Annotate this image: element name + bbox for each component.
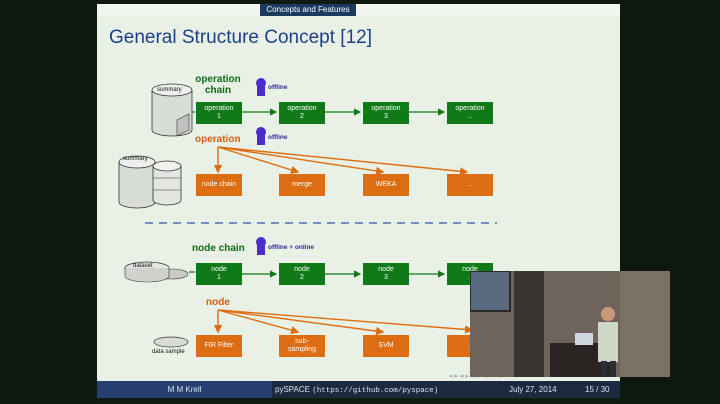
lock-icon: [256, 237, 266, 255]
node-chain-connectors: [189, 270, 446, 278]
operation-connectors: [213, 146, 469, 176]
data-sample-label: data sample: [152, 349, 185, 355]
node-label: node: [206, 297, 230, 308]
node-type-subsampling: sub- sampling: [279, 335, 325, 357]
section-label[interactable]: Concepts and Features: [260, 4, 356, 16]
diagram-canvas: [118, 78, 497, 348]
footer-page-number: 15 / 30: [585, 385, 610, 394]
footer-project-name: pySPACE: [275, 385, 310, 394]
operation-chain-mode: offline: [268, 84, 288, 91]
operation-step-1: operation 1: [196, 102, 242, 124]
database-icon: [151, 83, 193, 137]
operation-type-merge: merge: [279, 174, 325, 196]
operation-step-3: operation 3: [363, 102, 409, 124]
slide-footer: M M Krell pySPACE (https://github.com/py…: [97, 381, 620, 398]
footer-author: M M Krell: [97, 381, 272, 398]
operation-label: operation: [195, 134, 241, 145]
operation-step-2: operation 2: [279, 102, 325, 124]
operation-step-more: operation ..: [447, 102, 493, 124]
operation-mode: offline: [268, 134, 288, 141]
data-sample-icon: [153, 336, 189, 348]
operation-db-label: summary: [123, 156, 148, 162]
node-step-2: node 2: [279, 263, 325, 285]
lock-icon: [256, 78, 266, 96]
node-chain-label: node chain: [192, 243, 245, 254]
slide-title: General Structure Concept [12]: [109, 27, 372, 48]
dataset-icon: [124, 261, 189, 283]
operation-chain-label: operation chain: [195, 74, 241, 96]
operation-chain-db-label: summary: [157, 87, 182, 93]
speaker-video-frame: [470, 271, 670, 377]
slide-header-bar: Concepts and Features: [97, 4, 620, 16]
operation-type-more: ..: [447, 174, 493, 196]
operation-type-weka: WEKA: [363, 174, 409, 196]
footer-project-url: (https://github.com/pyspace): [312, 387, 439, 395]
footer-date: July 27, 2014: [509, 385, 557, 394]
node-type-fir-filter: FIR Filter: [196, 335, 242, 357]
footer-project: pySPACE (https://github.com/pyspace): [275, 381, 438, 398]
node-connectors: [213, 309, 474, 336]
node-step-1: node 1: [196, 263, 242, 285]
lock-icon: [256, 127, 266, 145]
node-chain-mode: offline + online: [268, 244, 315, 251]
node-step-3: node 3: [363, 263, 409, 285]
operation-type-node-chain: node chain: [196, 174, 242, 196]
node-type-svm: SVM: [363, 335, 409, 357]
database-icon: [118, 155, 182, 209]
presentation-slide: Concepts and Features General Structure …: [97, 4, 620, 398]
left-margin: [0, 0, 97, 404]
speaker-video-overlay: [470, 271, 670, 377]
node-chain-db-label: dataset: [133, 263, 153, 269]
